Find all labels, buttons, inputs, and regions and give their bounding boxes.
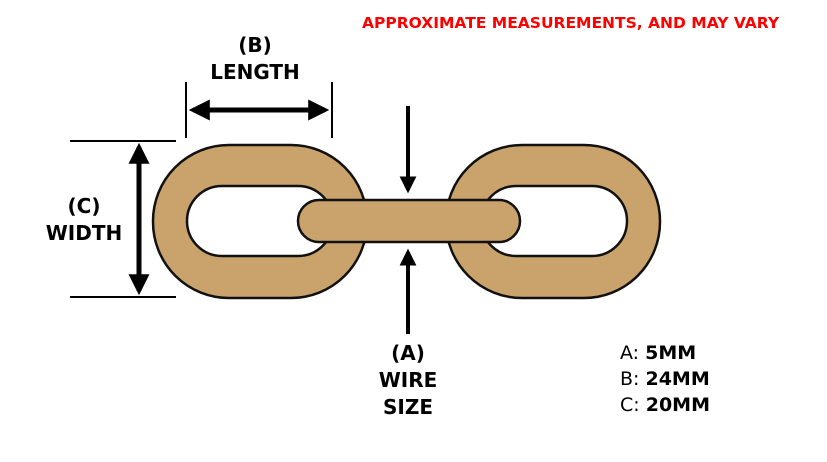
width-letter: (C) bbox=[67, 194, 101, 218]
length-name: LENGTH bbox=[210, 60, 300, 84]
wire-size-label: (A) WIRE SIZE bbox=[348, 340, 468, 421]
width-name: WIDTH bbox=[45, 221, 123, 245]
spec-key: C: bbox=[620, 394, 640, 416]
spec-value: 24MM bbox=[645, 368, 710, 390]
width-dimension bbox=[70, 140, 176, 298]
middle-chain-link bbox=[296, 198, 522, 244]
measurement-specs: A: 5MM B: 24MM C: 20MM bbox=[620, 340, 710, 418]
spec-key: B: bbox=[620, 368, 640, 390]
length-letter: (B) bbox=[238, 33, 272, 57]
spec-row-a: A: 5MM bbox=[620, 340, 710, 366]
wire-name-line1: WIRE bbox=[378, 368, 438, 392]
spec-key: A: bbox=[620, 342, 640, 364]
wire-name-line2: SIZE bbox=[382, 395, 433, 419]
spec-row-b: B: 24MM bbox=[620, 366, 710, 392]
disclaimer-text: APPROXIMATE MEASUREMENTS, AND MAY VARY bbox=[362, 14, 780, 32]
left-chain-link bbox=[151, 143, 369, 300]
length-dimension bbox=[185, 82, 333, 138]
width-label: (C) WIDTH bbox=[30, 193, 138, 247]
spec-value: 5MM bbox=[645, 342, 697, 364]
spec-row-c: C: 20MM bbox=[620, 392, 710, 418]
spec-value: 20MM bbox=[645, 394, 710, 416]
wire-letter: (A) bbox=[391, 341, 425, 365]
length-label: (B) LENGTH bbox=[190, 32, 320, 86]
